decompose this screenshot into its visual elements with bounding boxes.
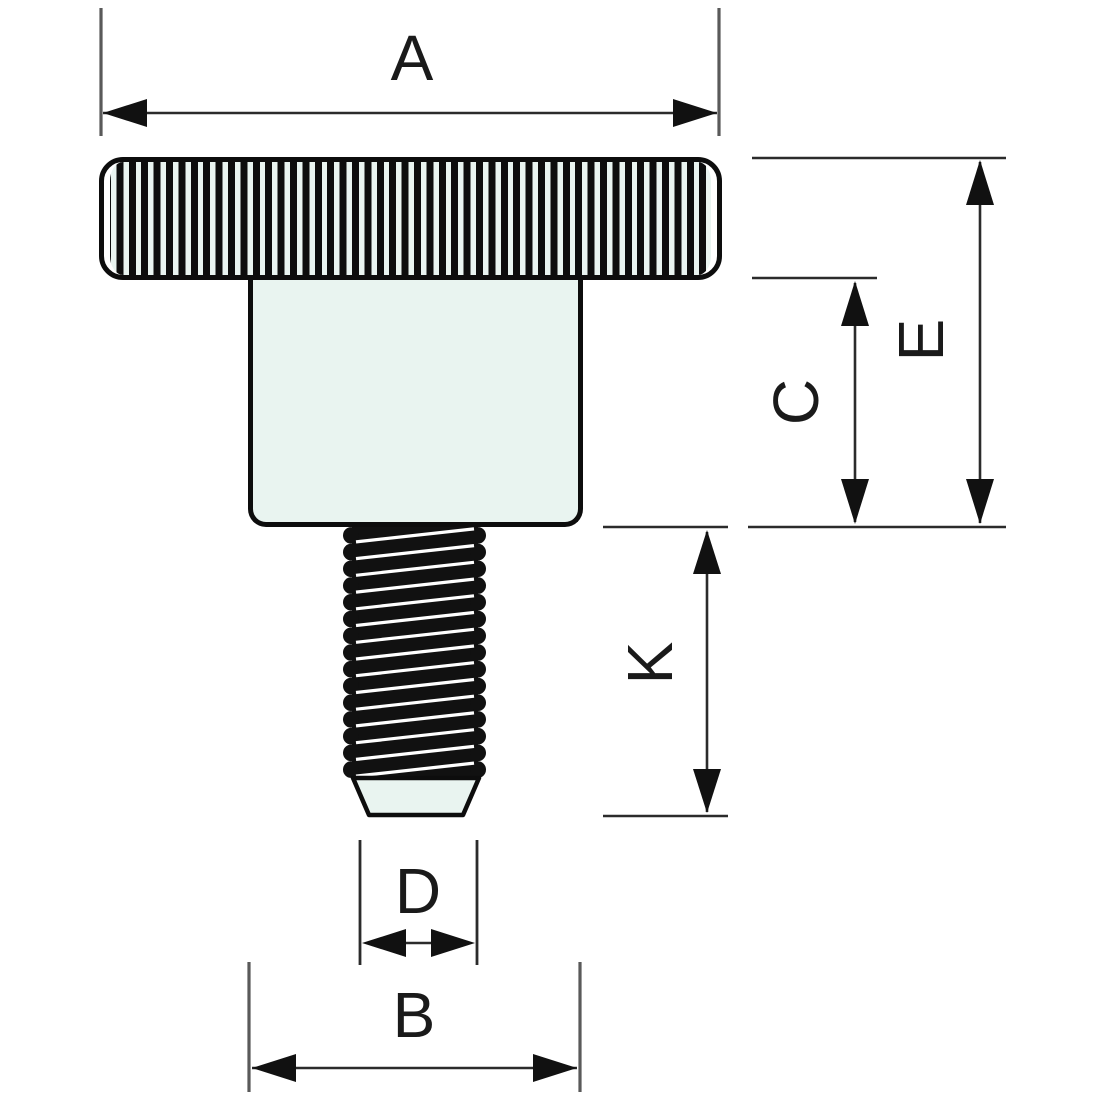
screw-knurled-head (99, 157, 722, 280)
thread-ridge (470, 577, 486, 594)
thread-ridge (470, 594, 486, 611)
thread-ridge (343, 711, 359, 728)
dimension-k: K (603, 525, 728, 818)
dim-k-arrow-down (693, 769, 721, 813)
dim-b-label: B (393, 979, 436, 1051)
screw-thread (343, 527, 486, 818)
dim-a-arrow-right (673, 99, 717, 127)
thread-ridge (470, 694, 486, 711)
dim-e-arrow-up (966, 160, 994, 205)
thread-ridge (470, 644, 486, 661)
thread-detail (343, 527, 486, 778)
dim-c-arrow-up (841, 281, 869, 326)
thread-ridge (343, 727, 359, 745)
thread-ridge (343, 577, 359, 594)
dim-b-arrow-left (252, 1054, 296, 1082)
thread-highlight (355, 694, 475, 711)
thread-ridge (470, 560, 486, 578)
dim-e-arrow-down (966, 479, 994, 524)
dim-d-arrow-left (362, 929, 406, 957)
thread-ridge (470, 660, 486, 678)
thread-ridge (343, 610, 359, 628)
thread-highlight (355, 677, 475, 695)
thread-highlight (355, 627, 475, 644)
thread-ridge (470, 610, 486, 628)
thread-highlight (355, 761, 475, 778)
dim-a-label: A (391, 22, 434, 94)
screw-tip-chamfer (350, 775, 482, 818)
thread-highlight (355, 527, 475, 544)
thread-ridge (343, 627, 359, 645)
dim-e-label: E (885, 319, 957, 362)
thread-highlight (355, 711, 475, 728)
thread-highlight (355, 728, 475, 745)
dim-a-arrow-left (103, 99, 147, 127)
thread-ridge (343, 527, 359, 544)
thread-ridge (470, 627, 486, 645)
thread-highlight (355, 594, 475, 611)
screw-boss (248, 280, 583, 527)
thread-ridge (470, 711, 486, 728)
thread-ridge (470, 761, 486, 778)
thread-ridge (343, 660, 359, 678)
thread-ridge (470, 727, 486, 745)
dim-c-arrow-down (841, 479, 869, 524)
dim-k-arrow-up (693, 530, 721, 574)
thread-highlight (355, 577, 475, 594)
thread-ridge (470, 744, 486, 762)
thread-ridge (343, 560, 359, 578)
thread-ridge (343, 761, 359, 778)
thread-highlight (355, 610, 475, 628)
dim-c-label: C (760, 379, 832, 425)
thread-ridge (343, 594, 359, 611)
thread-highlight (355, 661, 475, 678)
dimension-e: E (748, 156, 1006, 529)
dim-d-arrow-right (431, 929, 475, 957)
thread-ridge (343, 694, 359, 711)
thread-ridge (343, 744, 359, 762)
dim-k-label: K (614, 642, 686, 685)
dimension-a: A (99, 8, 721, 136)
thread-highlight (355, 560, 475, 577)
thread-ridge (343, 677, 359, 695)
dimension-b: B (247, 962, 582, 1092)
dimension-d: D (358, 840, 479, 965)
dim-b-arrow-right (533, 1054, 577, 1082)
dimension-c: C (752, 276, 877, 524)
thread-ridge (470, 543, 486, 561)
thread-highlight (355, 544, 475, 561)
thread-ridge (470, 527, 486, 544)
thread-ridge (343, 644, 359, 661)
dim-d-label: D (395, 855, 441, 927)
thread-highlight (355, 744, 475, 761)
thread-ridge (470, 677, 486, 695)
thread-highlight (355, 644, 475, 661)
thread-ridge (343, 543, 359, 561)
